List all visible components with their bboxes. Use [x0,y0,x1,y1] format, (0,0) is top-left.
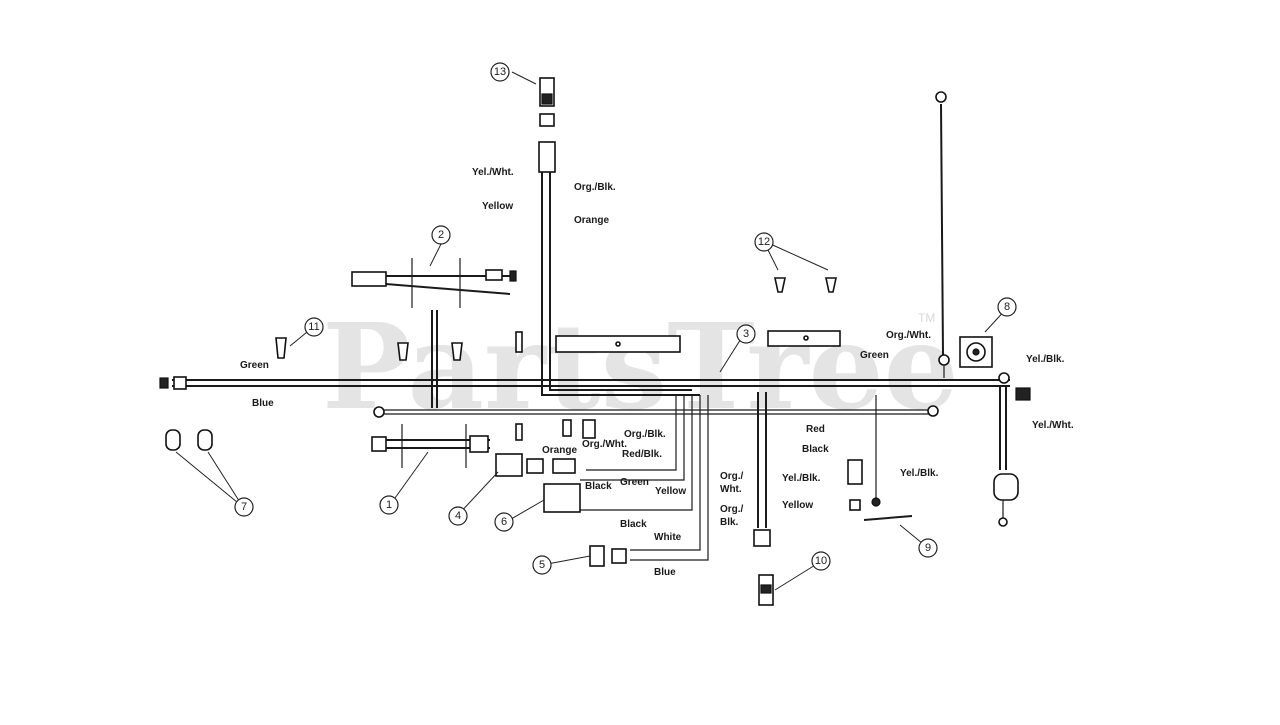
label-red-right: Red [806,424,825,435]
harness-to-top-connector [538,77,700,396]
label-green-right: Green [860,350,889,361]
callout-9: 9 [918,538,938,558]
label-orange-top: Orange [574,215,609,226]
label-red-blk-mid: Red/Blk. [622,449,662,460]
label-yel-blk-far-right: Yel./Blk. [1026,354,1065,365]
label-yel-wht-far-right: Yel./Wht. [1032,420,1074,431]
callout-4-number: 4 [455,510,461,522]
label-blue-low: Blue [654,567,676,578]
callout-2-number: 2 [438,229,444,241]
label-yellow-top: Yellow [482,201,513,212]
label-org-blk-center-1: Org./ [720,504,744,515]
callout-8: 8 [997,297,1017,317]
label-org-wht-center-1: Org./ [720,471,744,482]
callout-6-number: 6 [501,516,507,528]
callout-7: 7 [234,497,254,517]
label-orange-mid: Orange [542,445,577,456]
label-org-wht-center-2: Wht. [720,484,742,495]
callout-5-number: 5 [539,559,545,571]
label-black-right: Black [802,444,829,455]
watermark-trademark: TM [918,311,935,325]
center-drop-branch [753,392,774,606]
callout-10: 10 [811,551,831,571]
label-yellow-center: Yellow [782,500,813,511]
bracket-bars [555,330,841,353]
label-yellow-mid: Yellow [655,486,686,497]
label-org-blk-center-2: Blk. [720,517,739,528]
callout-12: 12 [754,232,774,252]
label-black-low: Black [620,519,647,530]
callout-13: 13 [490,62,510,82]
left-harnesses [351,258,523,468]
label-green-mid: Green [620,477,649,488]
callout-10-number: 10 [815,555,827,567]
callout-11: 11 [304,317,324,337]
label-green-left: Green [240,360,269,371]
label-black-mid: Black [585,481,612,492]
callout-13-number: 13 [494,66,506,78]
label-yel-wht-top: Yel./Wht. [472,167,514,178]
label-org-blk-mid: Org./Blk. [624,429,666,440]
callout-1: 1 [379,495,399,515]
callout-6: 6 [494,512,514,532]
label-org-wht-mid: Org./Wht. [582,439,627,450]
callout-9-number: 9 [925,542,931,554]
lower-left-branch [495,395,709,567]
right-vertical-wire [935,91,950,378]
callout-4: 4 [448,506,468,526]
callout-1-number: 1 [386,499,392,511]
callout-7-number: 7 [241,501,247,513]
wire-labels: Yel./Wht. Org./Blk. Yellow Orange Green … [240,167,1074,578]
watermark-text: PartsTree [322,297,959,436]
main-harness [159,372,1031,418]
label-yel-blk-right: Yel./Blk. [900,468,939,479]
callout-2: 2 [431,225,451,245]
part-8-socket [959,336,993,368]
callout-3: 3 [736,324,756,344]
label-white-low: White [654,532,682,543]
far-right-branch [993,386,1019,527]
label-org-blk-top: Org./Blk. [574,182,616,193]
callout-11-number: 11 [308,321,319,333]
label-org-wht-right: Org./Wht. [886,330,931,341]
callout-5: 5 [532,555,552,575]
label-yel-blk-center: Yel./Blk. [782,473,821,484]
callout-3-number: 3 [743,328,749,340]
label-blue-left: Blue [252,398,274,409]
callout-8-number: 8 [1004,301,1010,313]
bulbs-and-small-parts [165,277,913,521]
callout-12-number: 12 [758,236,770,248]
